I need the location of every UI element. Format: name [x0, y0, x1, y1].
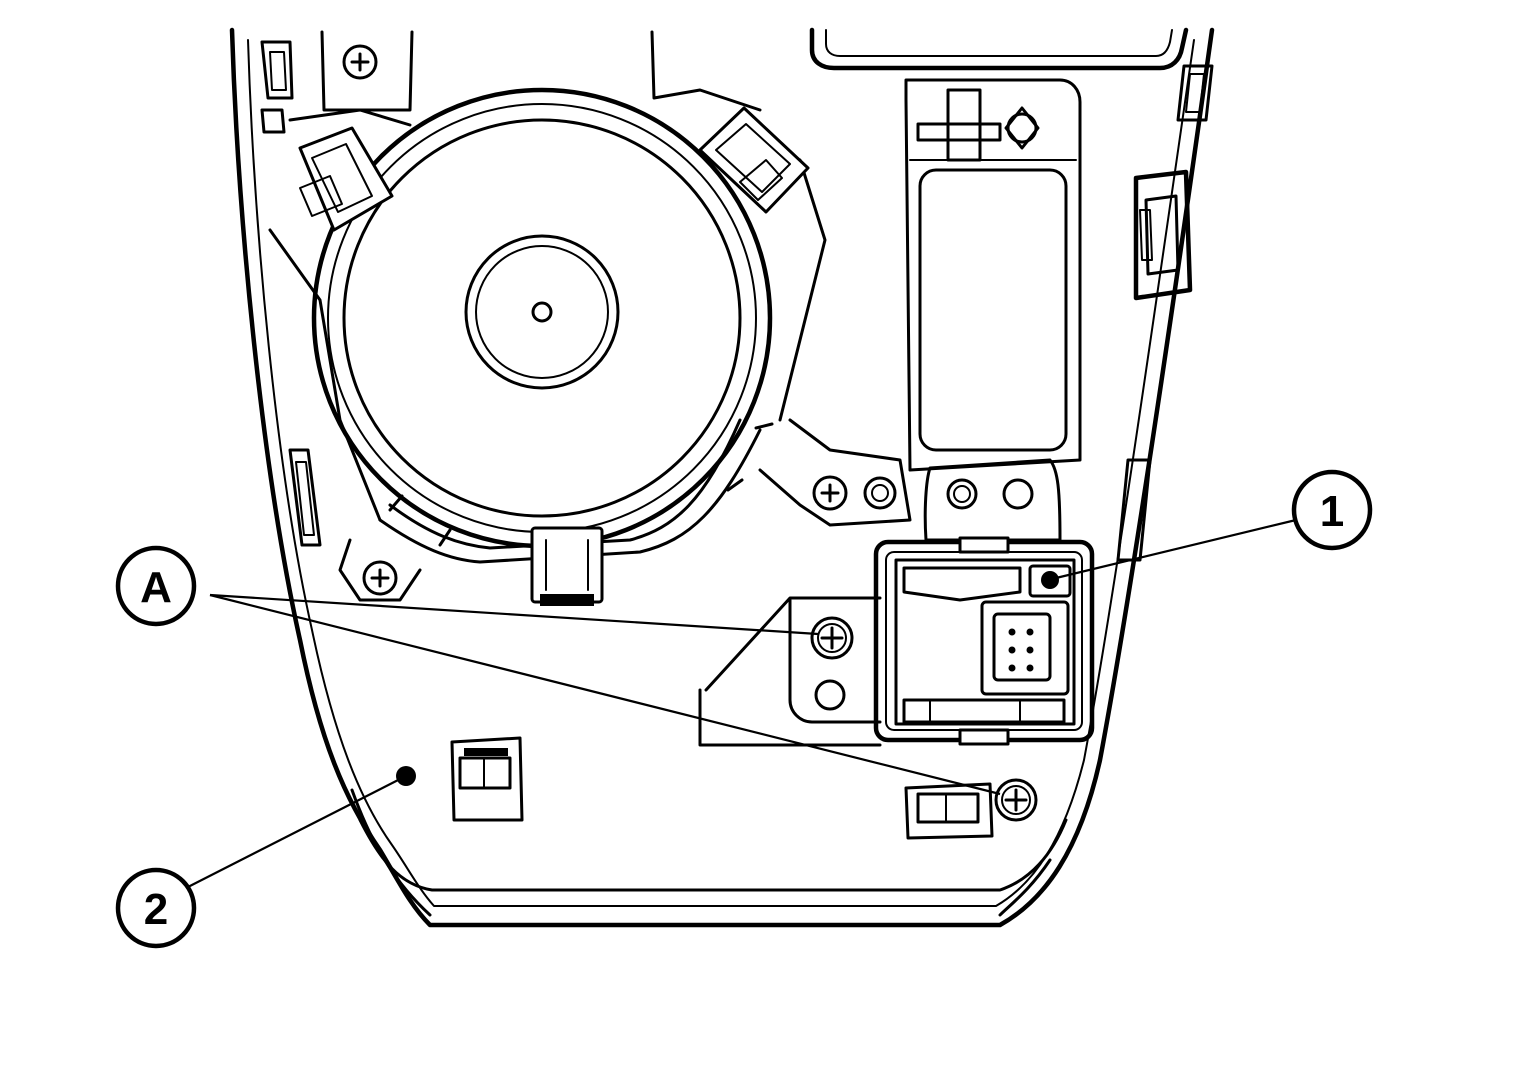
- right-module: [904, 78, 1082, 472]
- leader-lines: [185, 518, 1297, 889]
- speaker-frame: [268, 30, 912, 602]
- speaker-clip-right: [698, 106, 810, 214]
- speaker-rim: [311, 87, 773, 549]
- left-edge-clips: [260, 40, 322, 547]
- callout-a-label: A: [140, 563, 172, 612]
- screw-lower-left: [362, 560, 398, 596]
- callout-1: 1: [1291, 469, 1373, 551]
- callout-2-label: 2: [144, 885, 168, 934]
- mid-bracket: [698, 596, 882, 747]
- latch-left: [450, 736, 524, 822]
- screw-a-lower: [994, 778, 1038, 822]
- speaker-harness: [378, 418, 774, 606]
- speaker-dust-cap: [464, 234, 620, 390]
- speaker: [311, 87, 773, 549]
- callout-1-label: 1: [1320, 487, 1344, 536]
- leader-1: [1055, 518, 1297, 580]
- screw-a-upper: [810, 616, 854, 660]
- component-1-unit: [873, 536, 1095, 746]
- screw-bracket: [812, 475, 897, 511]
- leader-a-lower: [209, 593, 1001, 796]
- speaker-clip-left: [298, 126, 394, 232]
- screw-top-left: [342, 44, 378, 80]
- upper-bezel: [809, 27, 1189, 71]
- leader-2: [185, 775, 407, 889]
- callout-a: A: [115, 545, 197, 627]
- console-housing: [229, 27, 1215, 928]
- leader-a-upper: [209, 593, 819, 636]
- speaker-cone: [342, 118, 742, 518]
- right-edge-clips: [1116, 64, 1214, 562]
- callout-2: 2: [115, 867, 197, 949]
- module-bracket: [923, 458, 1062, 542]
- latch-right: [904, 782, 994, 840]
